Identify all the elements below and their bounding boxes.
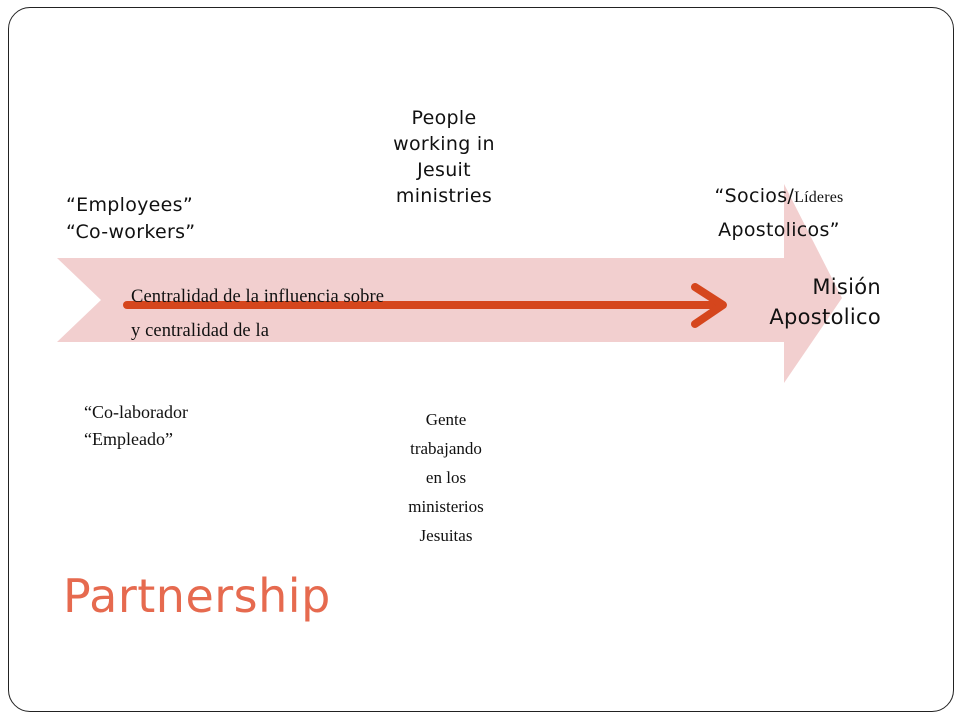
empleado-line: “Empleado” xyxy=(84,429,173,449)
gente-line-4: ministerios xyxy=(408,497,484,516)
gente-line-5: Jesuitas xyxy=(419,526,473,545)
chevron-arrow-band xyxy=(57,184,842,383)
slide: “Employees” “Co-workers” People working … xyxy=(8,7,954,712)
centralidad-text: Centralidad de la influencia sobre y cen… xyxy=(131,280,384,348)
people-working-label: People working in Jesuit ministries xyxy=(369,105,519,209)
slide-title: Partnership xyxy=(63,569,331,623)
employees-line: “Employees” xyxy=(66,194,193,216)
lideres-part: Líderes xyxy=(794,189,844,206)
socios-line-2: Apostolicos” xyxy=(718,219,840,241)
people-line-4: ministries xyxy=(395,185,493,207)
gente-trabajando-label: Gente trabajando en los ministerios Jesu… xyxy=(371,405,521,550)
centralidad-line-2: y centralidad de la xyxy=(131,321,270,341)
mision-apostolico-label: Misión Apostolico xyxy=(721,272,881,332)
arrow-head-icon xyxy=(691,283,727,328)
socios-part: “Socios/ xyxy=(714,185,795,207)
colaborador-line: “Co-laborador xyxy=(84,402,188,422)
people-line-1: People xyxy=(411,107,477,129)
socios-lideres-label: “Socios/Líderes Apostolicos” xyxy=(674,180,884,247)
gente-line-3: en los xyxy=(425,468,467,487)
mision-line: Misión xyxy=(812,275,881,299)
apostolico-line: Apostolico xyxy=(769,305,881,329)
gente-line-1: Gente xyxy=(425,410,467,429)
people-line-2: working in xyxy=(393,133,495,155)
coworkers-line: “Co-workers” xyxy=(66,221,196,243)
employees-label: “Employees” “Co-workers” xyxy=(66,192,195,246)
colaborador-label: “Co-laborador “Empleado” xyxy=(84,399,188,453)
people-line-3: Jesuit xyxy=(417,159,471,181)
socios-line-1: “Socios/Líderes xyxy=(674,180,884,214)
centralidad-line-1: Centralidad de la influencia sobre xyxy=(131,287,385,307)
band-shape xyxy=(57,184,842,383)
gente-line-2: trabajando xyxy=(410,439,482,458)
